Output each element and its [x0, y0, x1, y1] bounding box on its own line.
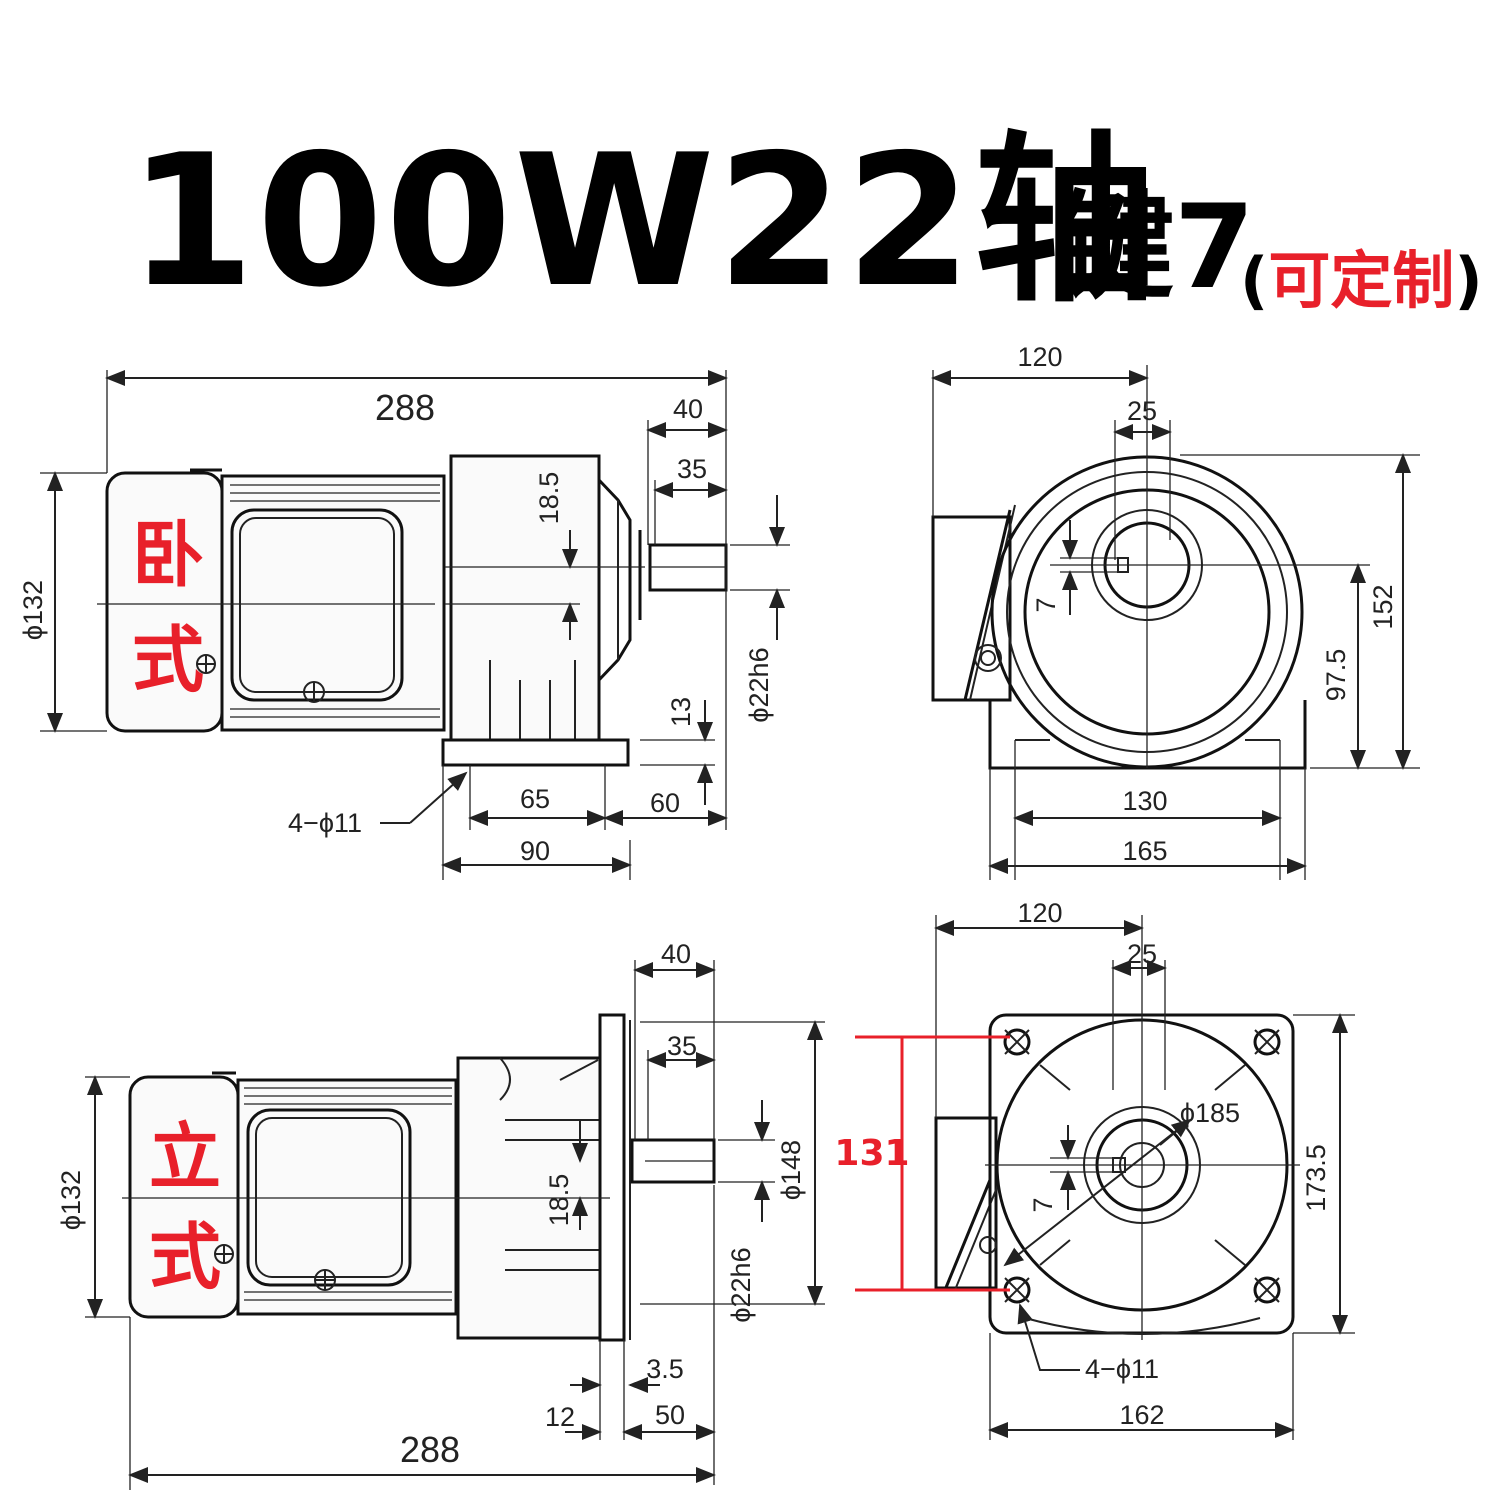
svg-text:25: 25: [1127, 396, 1157, 426]
svg-text:18.5: 18.5: [534, 472, 564, 525]
label-vertical-2: 式: [149, 1215, 221, 1299]
svg-text:25: 25: [1127, 939, 1157, 969]
svg-text:152: 152: [1368, 584, 1398, 629]
mount-hole-group: [1003, 1028, 1281, 1304]
title-banner: 100W22轴 键7 (可定制): [0, 0, 1500, 330]
svg-text:120: 120: [1017, 342, 1062, 372]
svg-text:18.5: 18.5: [544, 1174, 574, 1227]
svg-text:12: 12: [545, 1402, 575, 1432]
svg-text:7: 7: [1028, 1197, 1058, 1212]
flange-v: [598, 1013, 626, 1342]
dim-phi132-h: ϕ132: [18, 580, 48, 640]
svg-text:13: 13: [666, 697, 696, 727]
dim-288-top: 288: [375, 387, 435, 428]
dim-288-bottom: 288: [400, 1429, 460, 1470]
svg-text:ϕ148: ϕ148: [776, 1140, 806, 1200]
svg-text:ϕ22h6: ϕ22h6: [744, 647, 774, 722]
svg-text:65: 65: [520, 784, 550, 814]
svg-text:90: 90: [520, 836, 550, 866]
svg-text:165: 165: [1122, 836, 1167, 866]
vertical-side-view: 40 35 18.5 ϕ132 ϕ22h6 ϕ148 3.5 12 50 288: [56, 939, 825, 1490]
svg-text:7: 7: [1031, 597, 1061, 612]
horizontal-front-view: 120 25 7 97.5 152 130 165: [931, 342, 1420, 880]
label-horizontal-1: 卧: [132, 513, 204, 597]
svg-text:131: 131: [834, 1133, 909, 1174]
svg-text:ϕ185: ϕ185: [1180, 1098, 1240, 1128]
mount-holes-label: 4−ϕ11: [288, 808, 362, 838]
title-main: 100W22轴: [128, 115, 1158, 327]
highlight-131: 131: [834, 1035, 1010, 1292]
svg-text:3.5: 3.5: [646, 1354, 684, 1384]
horizontal-side-view: 288 40 35 18.5 ϕ132 ϕ22h6 13 65 60 90: [18, 370, 790, 880]
svg-text:162: 162: [1119, 1400, 1164, 1430]
svg-text:35: 35: [667, 1031, 697, 1061]
svg-text:60: 60: [650, 788, 680, 818]
svg-text:120: 120: [1017, 898, 1062, 928]
title-key: 键7: [1058, 180, 1255, 315]
label-horizontal-2: 式: [132, 618, 204, 702]
svg-text:130: 130: [1122, 786, 1167, 816]
svg-text:40: 40: [673, 394, 703, 424]
svg-text:35: 35: [677, 454, 707, 484]
gearbox: [449, 454, 601, 742]
label-vertical-1: 立: [149, 1115, 221, 1199]
terminal-box: [230, 508, 404, 702]
title-custom: (可定制): [1240, 244, 1483, 317]
motor-body-v: [236, 1078, 458, 1316]
svg-text:ϕ22h6: ϕ22h6: [726, 1247, 756, 1322]
svg-text:ϕ132: ϕ132: [56, 1170, 86, 1230]
svg-text:173.5: 173.5: [1301, 1144, 1331, 1212]
mount-foot: [441, 738, 630, 767]
svg-text:4−ϕ11: 4−ϕ11: [1085, 1354, 1159, 1384]
svg-text:97.5: 97.5: [1321, 649, 1351, 702]
vertical-front-view: ϕ185 120 25 7 173.5 162 4−ϕ11 131: [834, 898, 1355, 1440]
svg-text:40: 40: [661, 939, 691, 969]
svg-text:50: 50: [655, 1400, 685, 1430]
